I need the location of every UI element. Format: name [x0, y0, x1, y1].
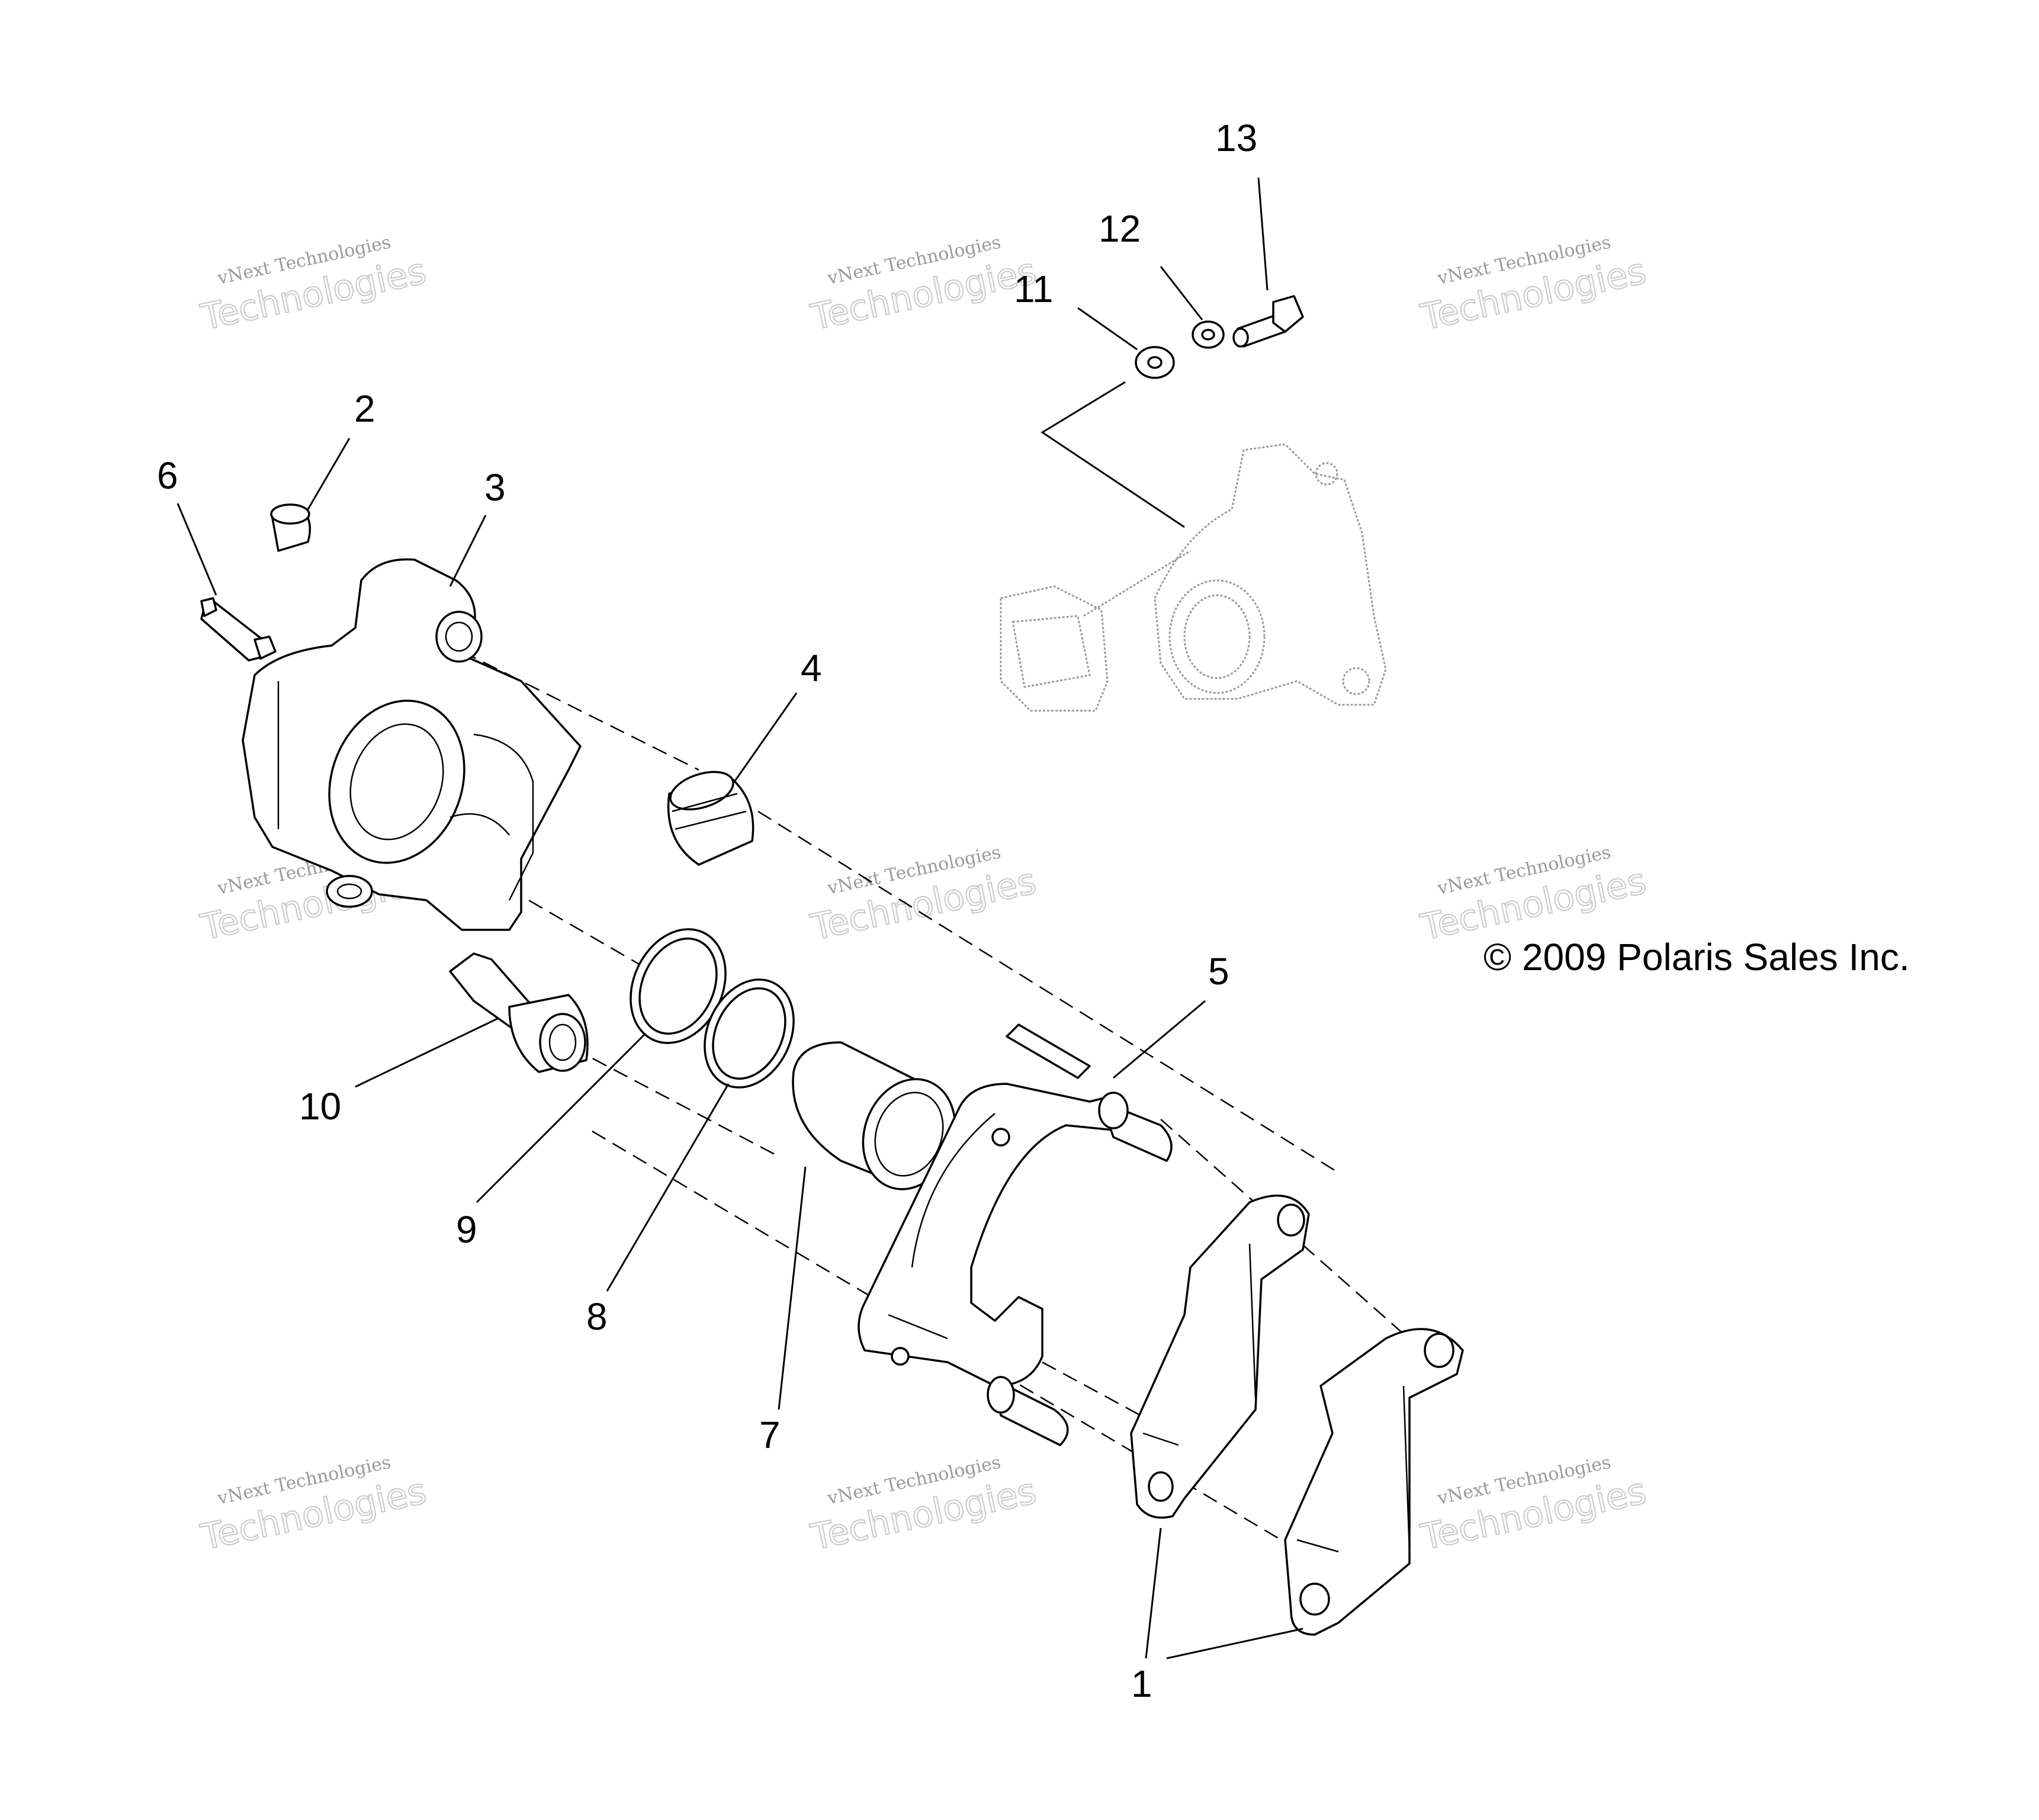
washer-12: [1192, 320, 1225, 349]
inset-leader: [1041, 381, 1185, 528]
callout-7: 7: [759, 1414, 781, 1456]
callout-11: 11: [1014, 268, 1053, 310]
leader-lines: [176, 177, 1303, 1659]
leader-11: [1077, 307, 1138, 351]
watermark: vNext Technologies Technologies: [1417, 232, 1651, 339]
watermark: vNext Technologies Technologies: [197, 232, 431, 339]
leader-12: [1160, 266, 1203, 320]
callout-1: 1: [1131, 1662, 1152, 1705]
watermark: vNext Technologies Technologies: [807, 232, 1041, 339]
leader-3: [449, 515, 487, 587]
leader-5: [1113, 1000, 1206, 1079]
callout-labels: 1 2 3 4 5 6 7 8 9 10 11 12 13: [157, 117, 1257, 1705]
inset-caliper-assembly: [1000, 381, 1387, 712]
bushing-2: [270, 503, 312, 552]
leader-4: [733, 692, 798, 782]
brake-pads-1: [1130, 1195, 1464, 1636]
callout-4: 4: [801, 647, 822, 689]
callout-3: 3: [484, 466, 506, 509]
copyright-notice: © 2009 Polaris Sales Inc.: [1484, 936, 1910, 978]
callout-12: 12: [1099, 207, 1141, 250]
bolt-13: [1232, 295, 1304, 348]
watermark: vNext Technologies Technologies: [807, 842, 1041, 949]
callout-2: 2: [354, 387, 375, 430]
leader-6: [176, 503, 217, 596]
caliper-body-3: [242, 558, 582, 931]
callout-6: 6: [157, 454, 178, 497]
leader-8: [606, 1083, 730, 1292]
watermark: vNext Technologies Technologies: [1417, 1452, 1651, 1559]
seal-9: [630, 928, 727, 1044]
leader-10: [355, 1017, 498, 1088]
bracket-5: [858, 1023, 1173, 1446]
callout-10: 10: [299, 1085, 341, 1128]
leader-1b: [1166, 1628, 1303, 1659]
leader-9: [476, 1032, 647, 1203]
callout-13: 13: [1215, 117, 1257, 159]
leader-1a: [1145, 1527, 1162, 1659]
callout-9: 9: [456, 1208, 477, 1251]
watermark: vNext Technologies Technologies: [1417, 842, 1651, 949]
seal-8: [704, 978, 795, 1089]
boot-4: [667, 771, 754, 866]
bleeder-6: [200, 597, 277, 662]
watermark: vNext Technologies Technologies: [197, 1452, 431, 1559]
callout-5: 5: [1208, 950, 1229, 993]
leader-2: [307, 438, 351, 510]
leader-7: [778, 1166, 807, 1410]
callout-8: 8: [586, 1295, 608, 1338]
slide-pin-10: [449, 952, 589, 1073]
washer-11: [1135, 346, 1175, 379]
leader-13: [1257, 177, 1269, 291]
watermark: vNext Technologies Technologies: [807, 1452, 1041, 1559]
